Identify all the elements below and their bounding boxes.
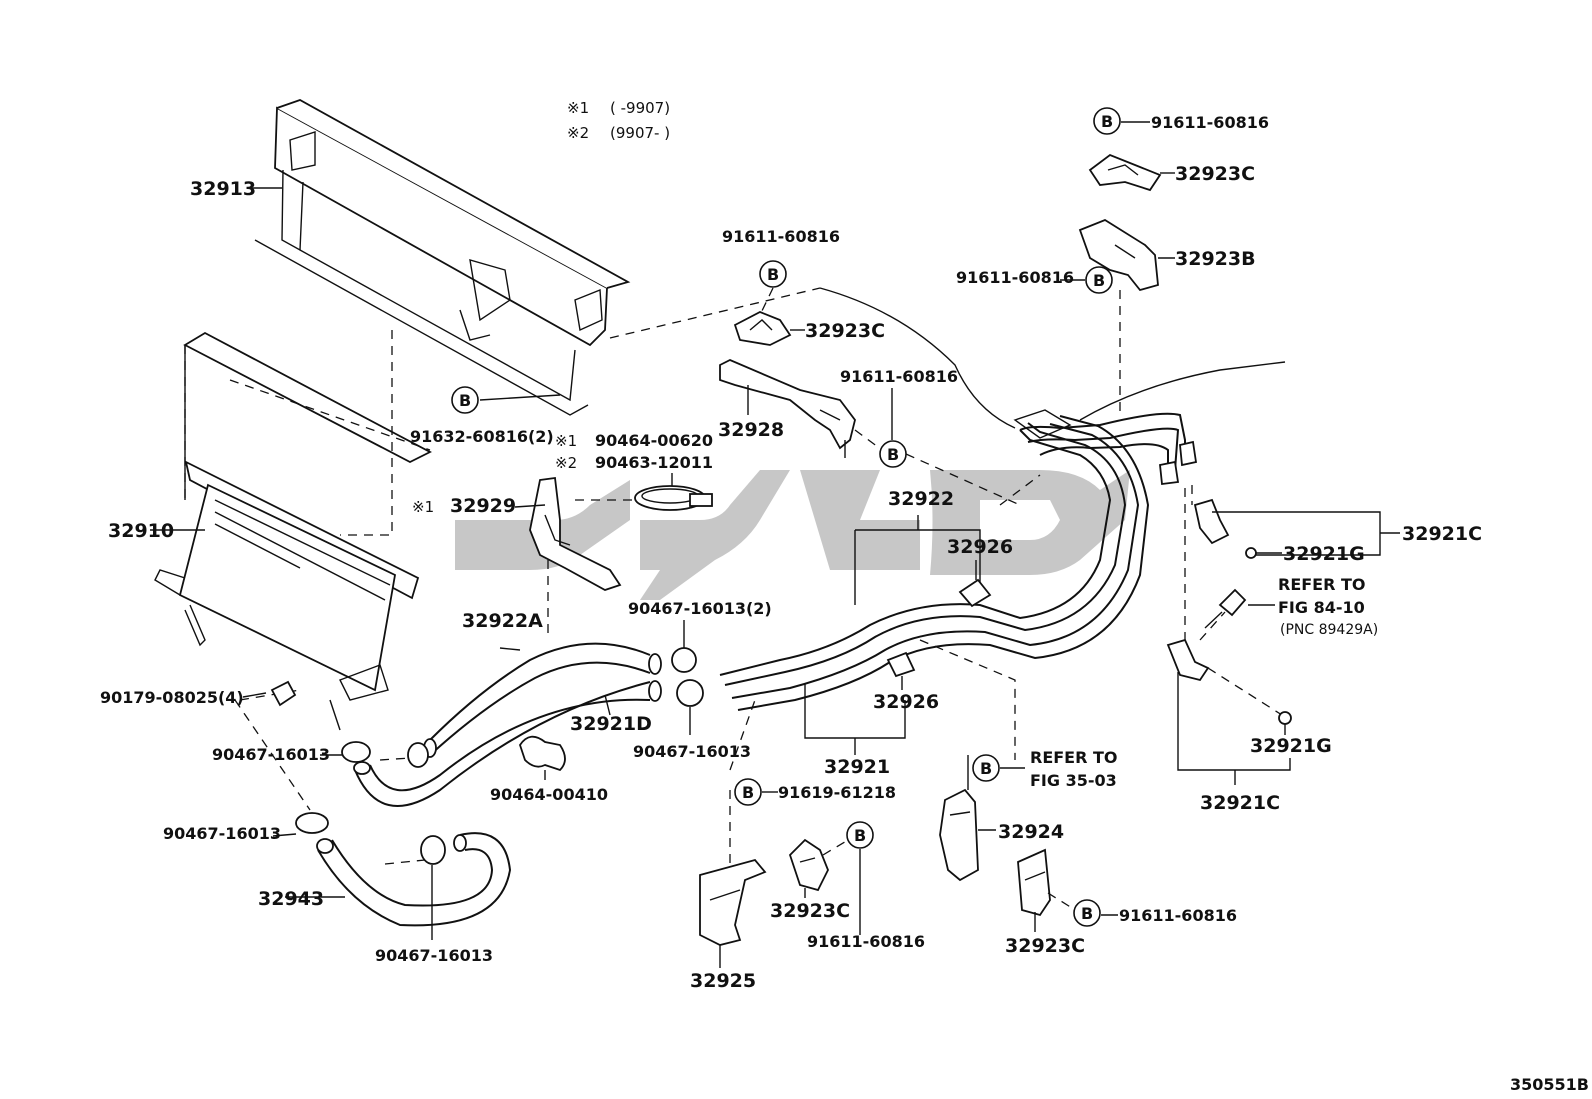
gasket-32921G-upper [1245, 547, 1257, 559]
ref1-line3: (PNC 89429A) [1280, 622, 1378, 638]
label-91611-60816-right-mid: 91611-60816 [956, 268, 1074, 287]
clamp-32923C-top [733, 311, 792, 346]
label-32926-b: 32926 [873, 691, 939, 713]
label-91611-60816-bottom: 91611-60816 [807, 932, 925, 951]
bolt-letter: B [1081, 904, 1093, 923]
sleeve-32926-a [958, 578, 992, 608]
bracket-32925 [699, 858, 767, 946]
label-90467-16013-2: 90467-16013(2) [628, 599, 772, 618]
sleeve-32926-b [886, 651, 916, 678]
bolt-letter: B [459, 391, 471, 410]
label-32928: 32928 [718, 419, 784, 441]
bolt-symbol-lower-right [1073, 899, 1101, 927]
label-90464-00410: 90464-00410 [490, 785, 608, 804]
bracket-32923B [1078, 218, 1159, 292]
clamp-note2-mark: ※2 [555, 454, 577, 472]
clamp-32923C-lower [1017, 848, 1051, 917]
label-91611-60816-top-center: 91611-60816 [722, 227, 840, 246]
label-32926-a: 32926 [947, 536, 1013, 558]
oil-cooler-32910 [154, 331, 432, 731]
ref2-line2: FIG 35-03 [1030, 771, 1117, 790]
label-32923C-lower: 32923C [1005, 935, 1085, 957]
label-90467-16013-bottom: 90467-16013 [375, 946, 493, 965]
clamp-32923C-right [1088, 153, 1162, 192]
bracket-32929 [529, 476, 622, 591]
label-32921C-lower: 32921C [1200, 792, 1280, 814]
bolt-symbol-91632 [451, 386, 479, 414]
label-90179-08025: 90179-08025(4) [100, 688, 244, 707]
label-91619-61218: 91619-61218 [778, 783, 896, 802]
note1-mark: ※1 [567, 99, 589, 117]
label-90467-16013-right: 90467-16013 [633, 742, 751, 761]
bolt-letter: B [887, 445, 899, 464]
pipe-assembly-32922-32921 [719, 409, 1198, 711]
ref1-line2: FIG 84-10 [1278, 598, 1365, 617]
note2-range: (9907- ) [610, 124, 670, 142]
label-91632-60816: 91632-60816(2) [410, 427, 554, 446]
label-91611-60816-right-top: 91611-60816 [1151, 113, 1269, 132]
label-32924: 32924 [998, 821, 1064, 843]
clamp-note1-mark: ※1 [555, 432, 577, 450]
label-32929: 32929 [450, 495, 516, 517]
bolt-letter: B [767, 265, 779, 284]
sensor-89429A [1204, 588, 1247, 629]
fitting-32921C-lower [1166, 638, 1210, 682]
label-32929-mark: ※1 [412, 498, 434, 516]
label-32913: 32913 [190, 178, 256, 200]
bolt-symbol-ref2 [972, 754, 1000, 782]
note2-mark: ※2 [567, 124, 589, 142]
bolt-symbol-right-mid [1085, 266, 1113, 294]
clamp-32923C-bottom [788, 838, 829, 892]
clamp-group [270, 647, 704, 865]
note1-range: ( -9907) [610, 99, 670, 117]
hose-32943 [316, 832, 512, 927]
label-32921D: 32921D [570, 713, 652, 735]
ref2-line1: REFER TO [1030, 748, 1118, 767]
band-clamp [634, 485, 713, 511]
label-32923C-top: 32923C [805, 320, 885, 342]
figure-code: 350551B [1510, 1075, 1589, 1094]
label-32921C-upper: 32921C [1402, 523, 1482, 545]
label-90467-16013-left: 90467-16013 [163, 824, 281, 843]
fan-shroud-32913 [254, 99, 631, 416]
bolt-letter: B [1101, 112, 1113, 131]
label-91611-60816-c: 91611-60816 [840, 367, 958, 386]
bolt-letter: B [980, 759, 992, 778]
bolt-symbol-right-top [1093, 107, 1121, 135]
bolt-symbol-91619 [734, 778, 762, 806]
label-90463-12011: 90463-12011 [595, 453, 713, 472]
label-32922: 32922 [888, 488, 954, 510]
label-32921G-upper: 32921G [1283, 543, 1365, 565]
label-91611-60816-lower-right: 91611-60816 [1119, 906, 1237, 925]
label-32923C-bottom: 32923C [770, 900, 850, 922]
bolt-symbol-bottom-center [846, 821, 874, 849]
bolt-letter: B [742, 783, 754, 802]
bolt-letter: B [854, 826, 866, 845]
label-32910: 32910 [108, 520, 174, 542]
label-90464-00620: 90464-00620 [595, 431, 713, 450]
label-32943: 32943 [258, 888, 324, 910]
label-90467-16013-mid: 90467-16013 [212, 745, 330, 764]
gasket-32921G-lower [1278, 711, 1292, 725]
bracket-32924 [939, 755, 979, 882]
label-32922A: 32922A [462, 610, 543, 632]
hose-32921D [353, 680, 662, 807]
label-32923C-right: 32923C [1175, 163, 1255, 185]
bracket-32928 [719, 359, 856, 458]
label-32921: 32921 [824, 756, 890, 778]
label-32925: 32925 [690, 970, 756, 992]
bolt-letter: B [1093, 271, 1105, 290]
ref1-line1: REFER TO [1278, 575, 1366, 594]
label-32923B: 32923B [1175, 248, 1256, 270]
fitting-32921C-upper [1193, 498, 1230, 545]
bolt-symbol-top-center [759, 260, 787, 288]
label-32921G-lower: 32921G [1250, 735, 1332, 757]
